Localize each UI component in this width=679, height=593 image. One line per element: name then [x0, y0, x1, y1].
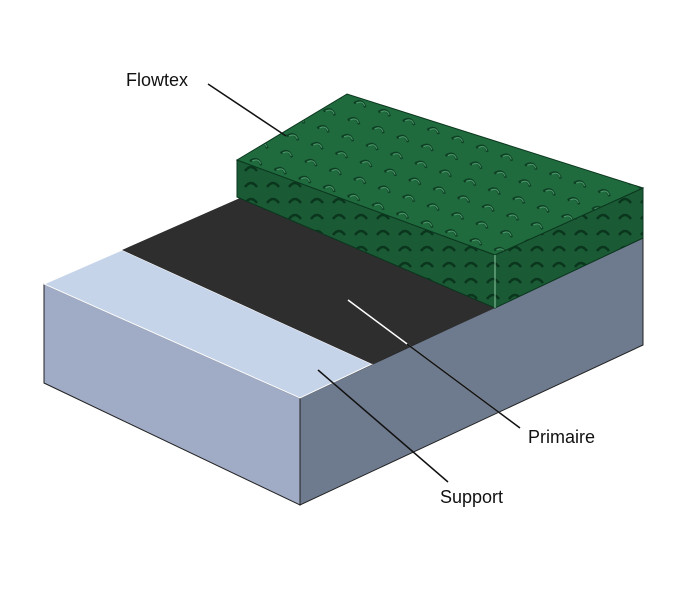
- primaire-label: Primaire: [528, 427, 596, 447]
- primer-layer: [122, 198, 495, 364]
- flowtex-top-face: [235, 93, 645, 256]
- flowtex-label: Flowtex: [126, 70, 189, 90]
- support-label: Support: [440, 487, 504, 507]
- support-leader-line: [317, 369, 449, 483]
- flowtex-leader-line: [207, 83, 287, 137]
